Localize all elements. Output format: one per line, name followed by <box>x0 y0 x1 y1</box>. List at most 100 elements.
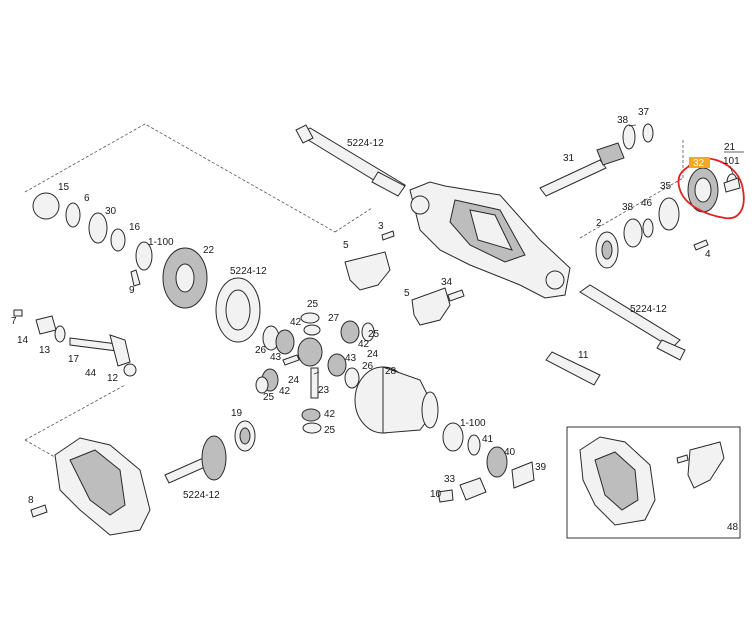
bracket-5a <box>344 251 391 291</box>
label-28: 28 <box>385 366 397 377</box>
label-14: 14 <box>17 335 29 346</box>
bolt-9 <box>130 269 141 287</box>
label-25a: 25 <box>307 299 319 310</box>
label-34: 34 <box>441 277 453 288</box>
ring-25e <box>255 376 269 394</box>
pin-24a <box>282 354 300 366</box>
ring-16 <box>110 228 126 252</box>
label-30: 30 <box>105 206 117 217</box>
pin-34 <box>447 289 465 302</box>
inset-pin <box>676 454 689 464</box>
label-25d: 25 <box>324 425 336 436</box>
leader-lines <box>313 124 744 375</box>
ring-26b <box>344 367 360 389</box>
label-38b: 38 <box>622 202 634 213</box>
highlight-label-bg <box>689 157 710 168</box>
label-44: 44 <box>85 368 97 379</box>
shaft-assembly-left <box>35 315 137 377</box>
label-23: 23 <box>318 385 330 396</box>
label-11: 11 <box>578 350 589 361</box>
label-5a: 5 <box>343 240 349 251</box>
label-26a: 26 <box>255 345 267 356</box>
ring-46 <box>642 218 654 238</box>
label-5224d: 5224-12 <box>183 490 220 501</box>
tube-11 <box>545 351 601 386</box>
bolt-7 <box>13 309 23 317</box>
label-48: 48 <box>727 522 739 533</box>
label-12: 12 <box>107 373 119 384</box>
bolt-10 <box>437 489 454 503</box>
bolt-4 <box>693 239 709 251</box>
bearing-40 <box>486 446 508 478</box>
axle-shaft-bottom <box>164 435 227 484</box>
label-17: 17 <box>68 354 80 365</box>
label-42c: 42 <box>279 386 291 397</box>
label-5b: 5 <box>404 288 410 299</box>
label-7: 7 <box>11 316 17 327</box>
gear-42d <box>301 408 321 422</box>
ring-25b <box>303 324 321 336</box>
label-43a: 43 <box>270 352 282 363</box>
part-labels: 15 6 30 16 1-100 22 9 5224-12 5224-12 52… <box>11 107 740 533</box>
label-41: 41 <box>482 434 494 445</box>
label-32: 32 <box>693 158 705 169</box>
label-15: 15 <box>58 182 70 193</box>
label-42d: 42 <box>324 409 336 420</box>
label-2: 2 <box>596 218 602 229</box>
label-13: 13 <box>39 345 51 356</box>
label-31: 31 <box>563 153 575 164</box>
inset-housing <box>579 436 656 526</box>
label-3: 3 <box>378 221 384 232</box>
bracket-5b <box>411 287 451 326</box>
inset-bracket <box>687 441 725 489</box>
label-40: 40 <box>504 447 516 458</box>
pin-23 <box>310 367 319 399</box>
label-24b: 24 <box>288 375 300 386</box>
label-9: 9 <box>129 285 135 296</box>
spider-27 <box>297 337 323 367</box>
ring-37 <box>642 123 654 143</box>
gear-43a <box>275 329 295 355</box>
ring-1100a <box>135 241 153 271</box>
label-25c: 25 <box>263 392 275 403</box>
label-5224b: 5224-12 <box>347 138 384 149</box>
label-38a: 38 <box>617 115 629 126</box>
pinion-15 <box>32 192 60 220</box>
shaft-31 <box>539 142 625 197</box>
label-43b: 43 <box>345 353 357 364</box>
label-101: 101 <box>723 156 740 167</box>
ring-25d <box>302 422 322 434</box>
label-1100a: 1-100 <box>148 237 174 248</box>
bearing-30 <box>88 212 108 244</box>
label-39: 39 <box>535 462 547 473</box>
seal-35 <box>658 197 680 231</box>
label-10: 10 <box>430 489 442 500</box>
label-1100b: 1-100 <box>460 418 486 429</box>
label-42b: 42 <box>358 339 370 350</box>
label-42a: 42 <box>290 317 302 328</box>
washer-101 <box>723 177 741 193</box>
ring-1100b <box>442 422 464 452</box>
label-16: 16 <box>129 222 141 233</box>
label-26b: 26 <box>362 361 374 372</box>
label-4: 4 <box>705 249 711 260</box>
label-8: 8 <box>28 495 34 506</box>
carrier-housing <box>54 437 151 536</box>
ring-6a <box>65 202 81 228</box>
hub-32 <box>687 167 719 213</box>
label-22: 22 <box>203 245 215 256</box>
axle-shaft-right <box>579 284 686 361</box>
label-35: 35 <box>660 181 672 192</box>
label-6a: 6 <box>84 193 90 204</box>
bolt-8 <box>30 504 48 518</box>
label-24a: 24 <box>367 349 379 360</box>
label-25b: 25 <box>368 329 380 340</box>
label-33: 33 <box>444 474 456 485</box>
gear-42c <box>327 353 347 377</box>
label-5224c: 5224-12 <box>630 304 667 315</box>
diff-case-28 <box>354 366 439 434</box>
axle-housing <box>409 181 571 299</box>
dashed-frame-upper <box>24 123 336 233</box>
